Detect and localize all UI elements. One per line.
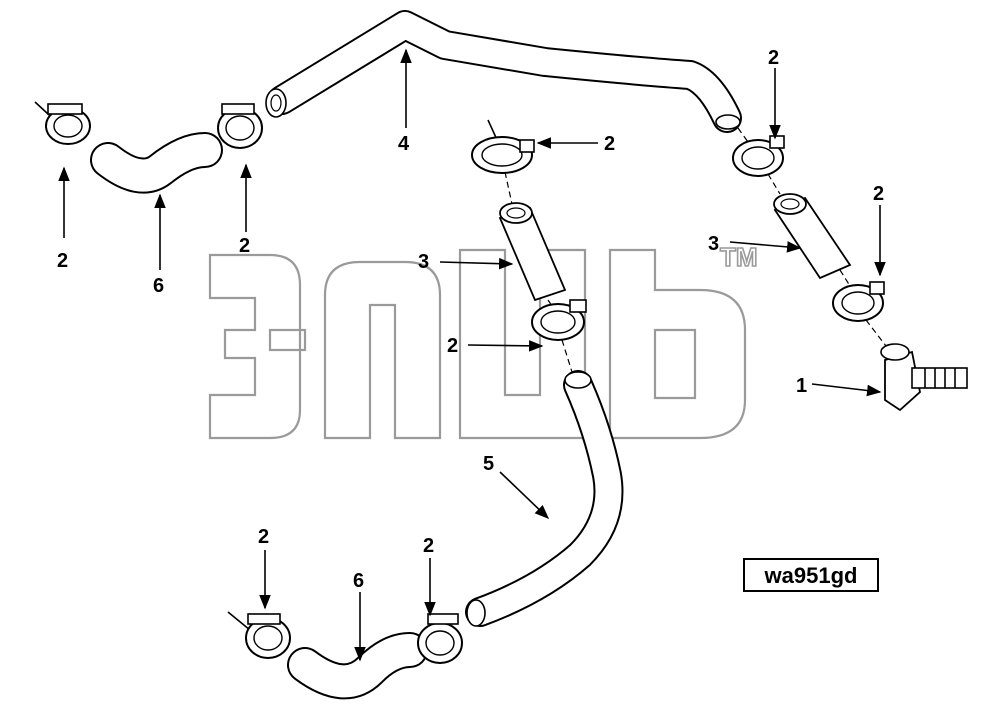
callout-3-middle: 3 (418, 251, 429, 273)
trademark-mark: TM (720, 242, 758, 272)
figure-code-box: wa951gd (743, 558, 879, 592)
clamp-lower-left-outer (227, 611, 291, 659)
clamp-middle-bottom (531, 299, 587, 341)
hose-sleeve-3-right (773, 193, 852, 280)
alignment-lines (504, 127, 887, 373)
leader-arrows (58, 48, 886, 662)
callout-2-upper-left-outer: 2 (57, 250, 68, 272)
callout-2-right-bottom: 2 (873, 183, 884, 205)
elbow-fitting-1 (880, 343, 968, 412)
callout-2-lower-left-inner: 2 (423, 535, 434, 557)
callout-6-upper: 6 (153, 275, 164, 297)
callout-1: 1 (796, 375, 807, 397)
clamp-upper-left-outer (34, 101, 91, 145)
callout-4: 4 (398, 133, 410, 155)
clamp-right-bottom (832, 281, 885, 322)
callout-2-middle-bottom: 2 (447, 335, 458, 357)
watermark-logo: TM (208, 241, 758, 440)
callout-labels: 1 2 2 2 2 2 2 2 2 3 3 4 5 6 6 (57, 47, 884, 592)
clamp-right-top (732, 135, 785, 177)
callout-6-lower: 6 (353, 570, 364, 592)
callout-2-right-top: 2 (768, 47, 779, 69)
hose-6-lower (287, 632, 428, 700)
callout-5: 5 (483, 453, 494, 475)
hose-6-upper (90, 132, 223, 194)
figure-code: wa951gd (764, 563, 858, 588)
hose-sleeve-3-middle (498, 202, 567, 302)
hose-5 (465, 370, 624, 627)
callout-2-lower-left-outer: 2 (258, 526, 269, 548)
clamp-upper-left-inner (217, 103, 263, 149)
callout-3-right: 3 (708, 233, 719, 255)
clamp-lower-left-inner (417, 613, 463, 664)
hose-4 (265, 10, 742, 133)
clamp-middle-top (471, 119, 535, 174)
callout-2-upper-left-inner: 2 (239, 235, 250, 257)
callout-2-middle-top: 2 (604, 133, 615, 155)
